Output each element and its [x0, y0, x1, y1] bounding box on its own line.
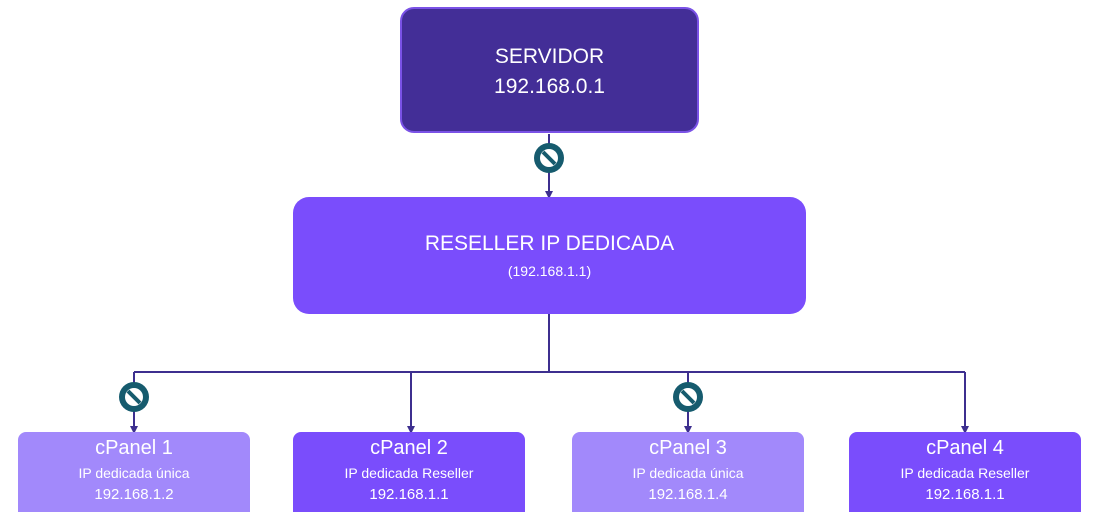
cpanel-ip: 192.168.1.4: [648, 486, 728, 503]
cpanel-title: cPanel 4: [926, 437, 1004, 459]
cpanel-ip: 192.168.1.1: [925, 486, 1005, 503]
cpanel-subtitle: IP dedicada Reseller: [900, 465, 1030, 481]
blocked-icon: [673, 382, 703, 412]
cpanel-title: cPanel 2: [370, 437, 448, 459]
cpanel-node-3: cPanel 3 IP dedicada única 192.168.1.4: [572, 432, 804, 512]
cpanel-node-4: cPanel 4 IP dedicada Reseller 192.168.1.…: [849, 432, 1081, 512]
blocked-icon: [119, 382, 149, 412]
reseller-ip: (192.168.1.1): [507, 263, 592, 279]
cpanel-subtitle: IP dedicada única: [632, 465, 744, 481]
blocked-icon: [534, 143, 564, 173]
cpanel-ip: 192.168.1.2: [94, 486, 174, 503]
cpanel-node-1: cPanel 1 IP dedicada única 192.168.1.2: [18, 432, 250, 512]
cpanel-title: cPanel 1: [95, 437, 173, 459]
server-node: SERVIDOR 192.168.0.1: [400, 7, 699, 133]
cpanel-ip: 192.168.1.1: [369, 486, 449, 503]
server-name: SERVIDOR: [494, 45, 605, 68]
reseller-node: RESELLER IP DEDICADA (192.168.1.1): [293, 197, 806, 314]
cpanel-subtitle: IP dedicada Reseller: [344, 465, 474, 481]
cpanel-subtitle: IP dedicada única: [78, 465, 190, 481]
reseller-name: RESELLER IP DEDICADA: [424, 232, 675, 255]
server-ip: 192.168.0.1: [494, 75, 605, 98]
cpanel-title: cPanel 3: [649, 437, 727, 459]
cpanel-node-2: cPanel 2 IP dedicada Reseller 192.168.1.…: [293, 432, 525, 512]
